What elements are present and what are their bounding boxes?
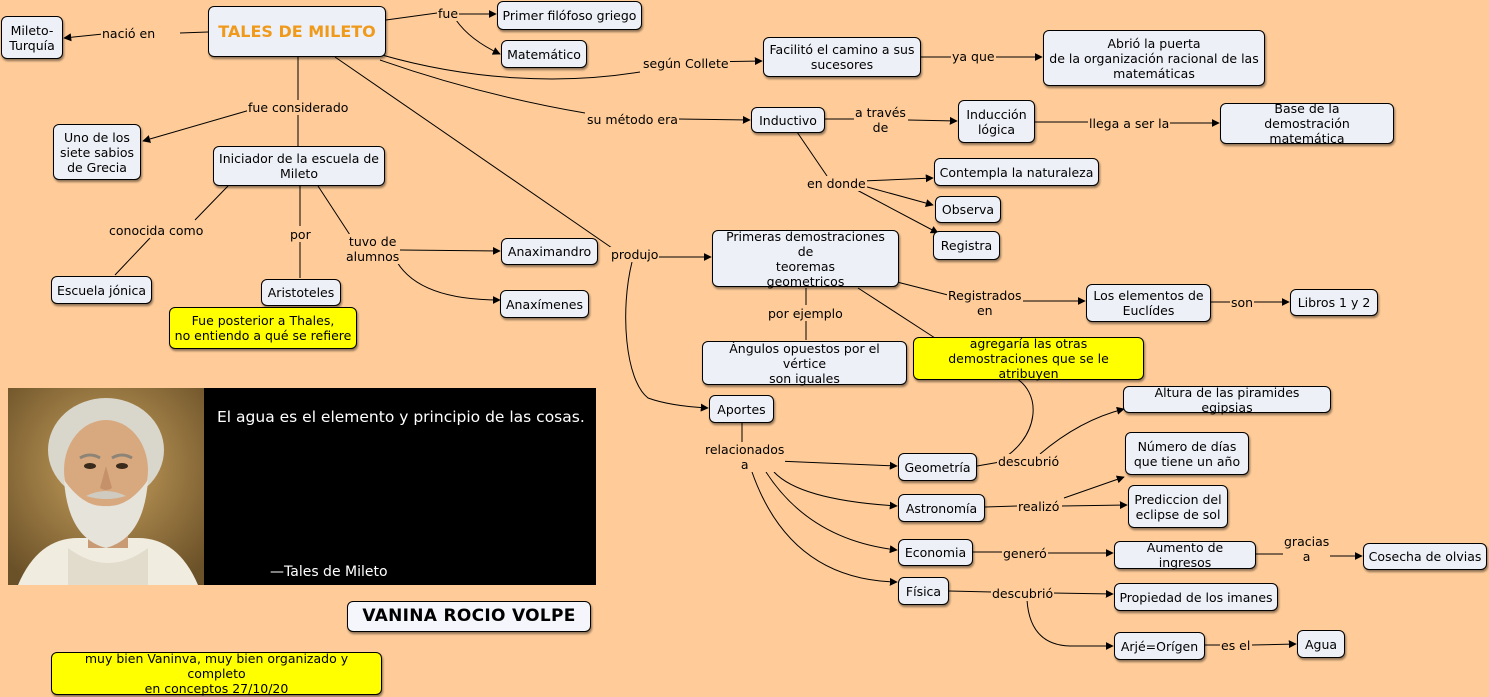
- label-llega-a-ser-la: llega a ser la: [1088, 116, 1171, 131]
- label-fue-considerado: fue considerado: [247, 100, 350, 115]
- note-agregaria[interactable]: agregaría las otras demostraciones que s…: [913, 336, 1144, 381]
- label-fue: fue: [437, 6, 460, 21]
- node-altura-piramides[interactable]: Altura de las piramides egipsias: [1123, 385, 1331, 415]
- label-por: por: [289, 227, 312, 242]
- label-gracias-a: gracias a: [1283, 534, 1331, 564]
- node-author-name[interactable]: VANINA ROCIO VOLPE: [347, 601, 591, 632]
- label-conocida-como: conocida como: [108, 223, 205, 238]
- node-siete-sabios[interactable]: Uno de los siete sabios de Grecia: [53, 124, 141, 180]
- node-mileto-turquia[interactable]: Mileto- Turquía: [1, 16, 63, 59]
- node-fisica[interactable]: Física: [898, 577, 949, 605]
- node-elementos-euclides[interactable]: Los elementos de Euclídes: [1086, 284, 1211, 322]
- quote-author: —Tales de Mileto: [270, 564, 388, 580]
- note-teacher-comment[interactable]: muy bien Vaninva, muy bien organizado y …: [51, 651, 382, 696]
- node-economia[interactable]: Economia: [898, 539, 973, 566]
- node-induccion-logica[interactable]: Inducción lógica: [958, 100, 1035, 143]
- label-descubrio-geometria: descubrió: [997, 454, 1061, 469]
- node-aumento-ingresos[interactable]: Aumento de ingresos: [1114, 540, 1256, 570]
- node-escuela-jonica[interactable]: Escuela jónica: [51, 276, 152, 304]
- node-inductivo[interactable]: Inductivo: [751, 107, 825, 133]
- node-contempla[interactable]: Contempla la naturaleza: [934, 158, 1099, 186]
- node-primer-filosofo[interactable]: Primer filófoso griego: [497, 1, 642, 30]
- node-observa[interactable]: Observa: [935, 196, 1001, 223]
- node-registra[interactable]: Registra: [933, 231, 1000, 260]
- label-produjo: produjo: [610, 247, 660, 262]
- label-por-ejemplo: por ejemplo: [767, 306, 844, 321]
- node-agua[interactable]: Agua: [1297, 630, 1345, 658]
- label-genero: generó: [1002, 546, 1048, 561]
- label-es-el: es el: [1220, 638, 1252, 653]
- label-registrados-en: Registrados en: [947, 288, 1023, 318]
- node-anaximandro[interactable]: Anaximandro: [501, 238, 598, 265]
- node-astronomia[interactable]: Astronomía: [898, 494, 985, 522]
- label-tuvo-de-alumnos: tuvo de alumnos: [345, 234, 401, 264]
- label-descubrio-fisica: descubrió: [991, 586, 1055, 601]
- node-numero-dias[interactable]: Número de días que tiene un año: [1125, 432, 1249, 475]
- label-a-traves-de: a través de: [854, 105, 907, 135]
- node-aportes[interactable]: Aportes: [709, 395, 774, 423]
- node-base-demostracion[interactable]: Base de la demostración matemática: [1220, 101, 1394, 146]
- label-nacio-en: nació en: [101, 26, 157, 41]
- label-segun-collete: según Collete: [642, 56, 730, 71]
- quote-text: El agua es el elemento y principio de la…: [217, 408, 585, 426]
- note-fue-posterior[interactable]: Fue posterior a Thales, no entiendo a qu…: [169, 307, 357, 349]
- node-propiedad-imanes[interactable]: Propiedad de los imanes: [1114, 583, 1278, 611]
- label-su-metodo-era: su método era: [586, 112, 679, 127]
- node-geometria[interactable]: Geometría: [898, 453, 977, 481]
- quote-image: El agua es el elemento y principio de la…: [8, 388, 596, 585]
- node-prediccion-eclipse[interactable]: Prediccion del eclipse de sol: [1128, 485, 1228, 528]
- node-cosecha-olivas[interactable]: Cosecha de olvias: [1363, 543, 1487, 570]
- node-facilito[interactable]: Facilitó el camino a sus sucesores: [763, 37, 921, 77]
- node-primeras-demostraciones[interactable]: Primeras demostraciones de teoremas geom…: [712, 229, 899, 289]
- label-relacionados-a: relacionados a: [704, 442, 786, 472]
- node-aristoteles[interactable]: Aristoteles: [261, 279, 341, 306]
- label-ya-que: ya que: [951, 49, 996, 64]
- label-son: son: [1230, 295, 1255, 310]
- node-abrio-la-puerta[interactable]: Abrió la puerta de la organización racio…: [1043, 30, 1265, 86]
- node-libros[interactable]: Libros 1 y 2: [1290, 289, 1378, 316]
- label-realizo: realizó: [1017, 499, 1061, 514]
- node-iniciador[interactable]: Iniciador de la escuela de Mileto: [213, 146, 385, 186]
- node-anaximenes[interactable]: Anaxímenes: [500, 290, 589, 318]
- node-matematico[interactable]: Matemático: [501, 40, 587, 68]
- portrait-illustration: [8, 388, 204, 585]
- node-tales-de-mileto[interactable]: TALES DE MILETO: [208, 6, 386, 57]
- node-angulos-opuestos[interactable]: Ángulos opuestos por el vértice son igua…: [702, 341, 907, 386]
- node-arje-origen[interactable]: Arjé=Orígen: [1114, 632, 1205, 660]
- label-en-donde: en donde: [806, 176, 867, 191]
